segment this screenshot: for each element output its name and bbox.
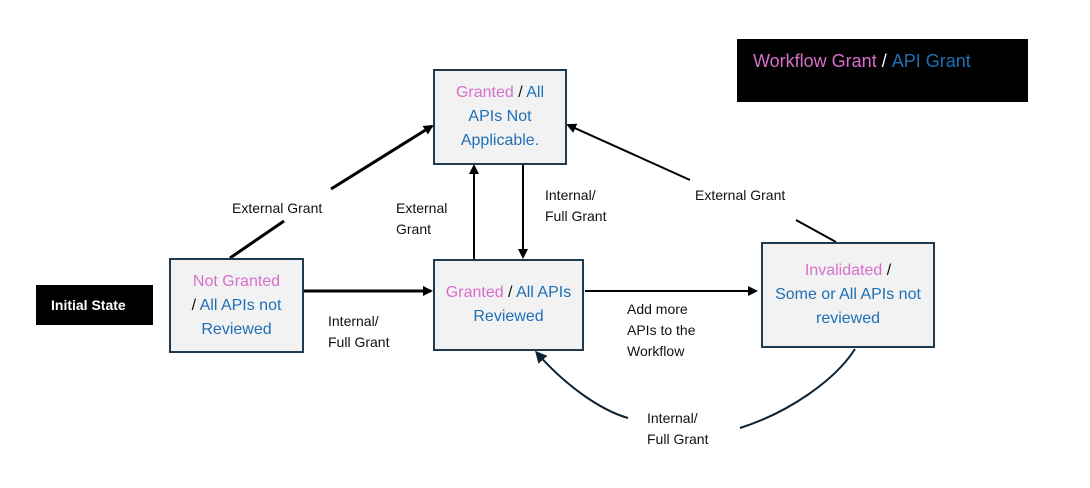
label-internal-full-grant-bottom: Internal/ Full Grant (647, 408, 708, 450)
state-not-granted-text: Not Granted / All APIs not Reviewed (177, 270, 296, 342)
state-granted-not-applicable: Granted / All APIs Not Applicable. (433, 69, 567, 165)
label-external-grant-right: External Grant (695, 185, 785, 206)
label-internal-full-grant-left-line2: Full Grant (328, 334, 390, 350)
label-external-grant-left-line1: External Grant (232, 200, 323, 216)
label-internal-full-grant-left: Internal/ Full Grant (328, 311, 389, 353)
initial-state-text: Initial State (51, 297, 126, 313)
state-invalidated-text: Invalidated / Some or All APIs not revie… (769, 259, 927, 331)
arrow-invalidated-to-not-applicable (566, 123, 691, 181)
state-invalidated-api: Some or All APIs not reviewed (775, 286, 921, 327)
curve-invalidated-to-reviewed (535, 350, 629, 419)
legend-separator: / (876, 51, 892, 71)
state-granted-reviewed-text: Granted / All APIs Reviewed (441, 281, 576, 329)
state-invalidated-workflow: Invalidated (804, 262, 883, 279)
label-internal-full-grant-middle: Internal/ Full Grant (545, 185, 606, 227)
label-external-grant-left: External Grant (232, 198, 322, 219)
state-invalidated: Invalidated / Some or All APIs not revie… (761, 242, 935, 348)
label-add-more-apis-line1: Add more (627, 301, 688, 317)
label-add-more-apis: Add more APIs to the Workflow (627, 299, 695, 362)
state-not-granted: Not Granted / All APIs not Reviewed (169, 258, 304, 353)
legend-workflow-grant: Workflow Grant (753, 51, 877, 71)
state-granted-not-applicable-workflow: Granted (455, 84, 514, 101)
state-granted-reviewed: Granted / All APIs Reviewed (433, 259, 584, 351)
state-not-granted-api: All APIs not Reviewed (199, 296, 282, 338)
label-external-grant-middle: External Grant (396, 198, 447, 240)
legend-api-grant: API Grant (891, 51, 971, 71)
arrow-not-granted-to-not-applicable-head (330, 124, 434, 191)
state-granted-not-applicable-api: All APIs Not Applicable. (460, 84, 545, 149)
state-granted-not-applicable-text: Granted / All APIs Not Applicable. (441, 81, 559, 153)
arrow-invalidated-to-not-applicable-tail (795, 219, 837, 243)
state-invalidated-separator: / (882, 262, 892, 279)
state-granted-reviewed-api: All APIs Reviewed (473, 284, 572, 325)
curve-invalidated-to-reviewed-tail (739, 348, 856, 429)
state-granted-not-applicable-separator: / (513, 84, 527, 101)
state-not-granted-separator: / (191, 296, 200, 314)
label-internal-full-grant-bottom-line1: Internal/ (647, 410, 698, 426)
arrow-not-granted-to-not-applicable (229, 219, 285, 260)
state-granted-reviewed-separator: / (503, 284, 517, 301)
legend-box: Workflow Grant / API Grant (737, 39, 1028, 102)
label-external-grant-right-line1: External Grant (695, 187, 786, 203)
initial-state-label: Initial State (36, 285, 153, 325)
state-granted-reviewed-workflow: Granted (445, 284, 504, 301)
label-internal-full-grant-middle-line1: Internal/ (545, 187, 596, 203)
label-internal-full-grant-middle-line2: Full Grant (545, 208, 607, 224)
label-internal-full-grant-left-line1: Internal/ (328, 313, 379, 329)
label-add-more-apis-line2: APIs to the (627, 322, 696, 338)
state-not-granted-workflow: Not Granted (192, 272, 281, 290)
label-external-grant-middle-line2: Grant (396, 221, 432, 237)
label-internal-full-grant-bottom-line2: Full Grant (647, 431, 709, 447)
label-add-more-apis-line3: Workflow (627, 343, 685, 359)
label-external-grant-middle-line1: External (396, 200, 448, 216)
